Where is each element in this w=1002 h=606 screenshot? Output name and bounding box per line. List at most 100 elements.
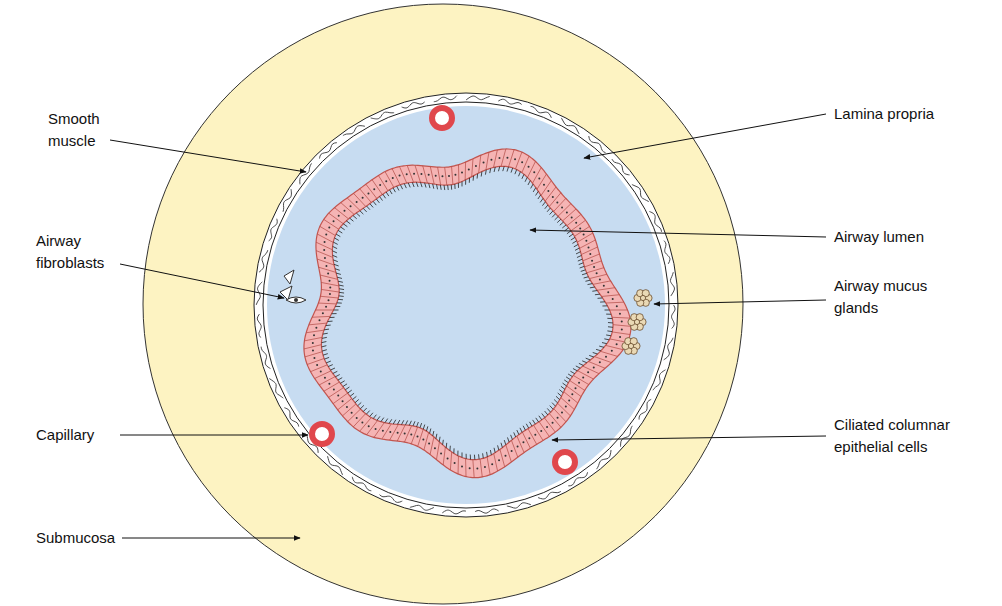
- cell-wall: [450, 452, 451, 470]
- gland-cell: [628, 343, 633, 348]
- muscle-fibre: [498, 99, 521, 104]
- cell-nucleus: [579, 227, 581, 229]
- cilium: [605, 310, 610, 311]
- cilium: [333, 255, 338, 257]
- cell-nucleus: [318, 319, 320, 321]
- cilium: [489, 168, 491, 173]
- cell-wall: [378, 175, 387, 190]
- cell-wall: [445, 167, 447, 185]
- cilium: [383, 194, 386, 198]
- mucus-glands: [622, 290, 652, 355]
- cell-nucleus: [585, 240, 587, 242]
- cell-wall: [583, 366, 599, 374]
- cell-nucleus: [382, 430, 384, 432]
- cilium: [433, 431, 434, 436]
- cell-wall: [600, 351, 617, 356]
- cilium: [486, 452, 488, 457]
- cell-wall: [581, 247, 597, 255]
- muscle-fibre: [664, 241, 670, 264]
- cell-nucleus: [315, 327, 317, 329]
- cell-wall: [583, 254, 600, 261]
- cilium: [498, 445, 499, 450]
- cilium: [473, 176, 474, 181]
- cilium: [332, 251, 337, 253]
- cell-nucleus: [325, 265, 327, 267]
- muscle-fibre: [269, 219, 278, 241]
- cilium: [576, 252, 580, 254]
- cilium: [393, 420, 396, 424]
- cell-nucleus: [582, 376, 584, 378]
- muscle-fibre: [402, 102, 425, 108]
- cell-wall: [367, 421, 378, 435]
- cilium: [470, 455, 471, 460]
- cell-nucleus: [533, 171, 535, 173]
- gland-cell: [640, 295, 645, 300]
- cell-nucleus: [616, 305, 618, 307]
- cell-nucleus: [416, 436, 418, 438]
- cilium: [596, 349, 601, 350]
- cilium: [469, 178, 470, 183]
- cell-nucleus: [621, 328, 623, 330]
- cell-nucleus: [534, 434, 536, 436]
- cilium: [416, 182, 418, 187]
- muscle-fibre: [639, 399, 651, 419]
- cilium: [322, 346, 327, 347]
- cilium: [326, 361, 331, 363]
- muscle-fibre: [343, 126, 365, 136]
- cell-nucleus: [591, 260, 593, 262]
- cilium: [435, 434, 437, 439]
- cell-wall: [320, 275, 337, 279]
- cell-nucleus: [316, 364, 318, 366]
- cilium: [528, 181, 530, 185]
- cilium: [550, 211, 553, 215]
- cell-wall: [317, 259, 334, 265]
- cell-nucleus: [557, 417, 559, 419]
- cilium: [457, 451, 458, 456]
- cell-nucleus: [362, 197, 364, 199]
- cell-nucleus: [441, 175, 443, 177]
- muscle-fibre: [466, 96, 490, 100]
- cilium: [570, 371, 574, 373]
- cell-nucleus: [324, 241, 326, 243]
- cilium: [409, 421, 411, 426]
- cell-wall: [436, 442, 439, 460]
- cell-nucleus: [406, 173, 408, 175]
- cilium: [421, 182, 423, 187]
- cell-wall: [558, 204, 571, 217]
- cell-wall: [321, 282, 339, 285]
- cell-wall: [341, 203, 354, 215]
- cell-nucleus: [506, 157, 508, 159]
- smooth-muscle-fibres: [256, 96, 675, 514]
- cell-wall: [304, 337, 322, 340]
- cell-wall: [585, 261, 602, 267]
- cilium: [607, 330, 612, 332]
- cell-wall: [509, 150, 515, 167]
- cell-nucleus: [561, 411, 563, 413]
- cilium: [520, 428, 522, 432]
- cilium: [555, 216, 559, 219]
- cilium: [413, 421, 415, 426]
- cell-wall: [382, 424, 391, 439]
- cell-nucleus: [320, 371, 322, 373]
- muscle-fibre: [538, 491, 561, 499]
- cell-nucleus: [587, 371, 589, 373]
- cilium: [514, 432, 516, 437]
- cell-nucleus: [434, 447, 436, 449]
- muscle-fibre: [257, 314, 261, 338]
- cilium: [556, 396, 560, 399]
- cilium: [579, 263, 584, 265]
- cell-nucleus: [491, 463, 493, 465]
- cilium: [585, 280, 590, 281]
- muscle-inner-line: [263, 102, 669, 508]
- muscle-fibre: [261, 347, 270, 369]
- cell-nucleus: [484, 466, 486, 468]
- cell-wall: [511, 440, 517, 457]
- cilium: [334, 264, 339, 266]
- cell-wall: [577, 233, 593, 242]
- cilium: [602, 305, 607, 306]
- cilium: [540, 198, 543, 202]
- cilium: [607, 318, 612, 319]
- cell-nucleus: [333, 389, 335, 391]
- cilium: [606, 334, 611, 336]
- cilium: [462, 181, 463, 186]
